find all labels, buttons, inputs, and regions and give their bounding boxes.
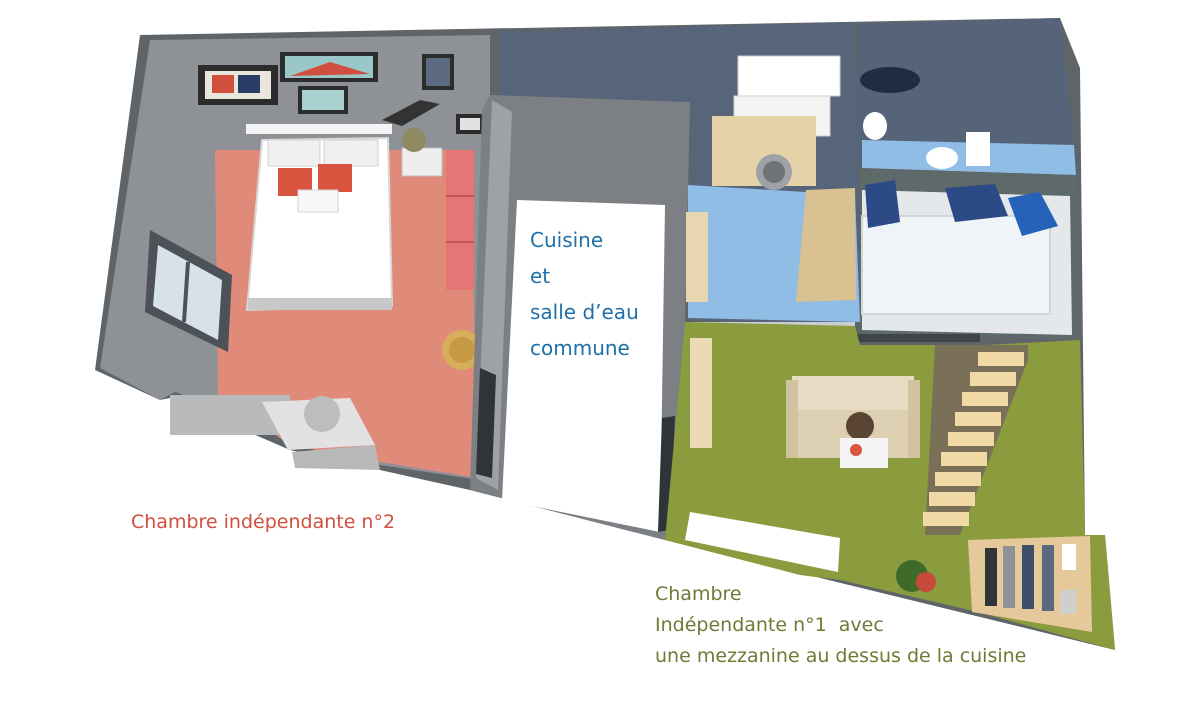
room1-label-avec: avec bbox=[838, 614, 884, 636]
bed bbox=[245, 124, 394, 312]
room-2-window bbox=[145, 230, 232, 352]
room1-label-line3: une mezzanine au dessus de la cuisine bbox=[655, 645, 1027, 667]
bookshelf bbox=[968, 536, 1092, 632]
room2-label: Chambre indépendante n°2 bbox=[131, 511, 396, 533]
sofa bbox=[786, 376, 920, 468]
room1-label: Chambre Indépendante n°1 avec une mezzani… bbox=[655, 579, 1026, 672]
plant bbox=[896, 560, 936, 592]
kitchen bbox=[500, 22, 862, 380]
kitchen-label-line3: salle d’eau bbox=[530, 300, 639, 324]
room1-label-line2-row: Indépendante n°1 avec bbox=[655, 610, 1026, 641]
kitchen-label: Cuisine et salle d’eau commune bbox=[530, 222, 639, 366]
round-rug bbox=[442, 330, 482, 370]
kitchen-entry bbox=[470, 95, 690, 540]
kitchen-label-line2: et bbox=[530, 264, 551, 288]
staircase bbox=[923, 345, 1028, 535]
bathroom bbox=[858, 18, 1078, 175]
room1-label-line1: Chambre bbox=[655, 583, 742, 605]
kitchen-label-line4: commune bbox=[530, 336, 630, 360]
room1-label-line2: Indépendante n°1 bbox=[655, 614, 827, 636]
dresser bbox=[446, 150, 474, 290]
kitchen-label-line1: Cuisine bbox=[530, 228, 604, 252]
bedside-table bbox=[401, 128, 443, 177]
wall-frames bbox=[198, 52, 484, 134]
mezzanine bbox=[850, 170, 1082, 342]
desk bbox=[262, 396, 380, 470]
